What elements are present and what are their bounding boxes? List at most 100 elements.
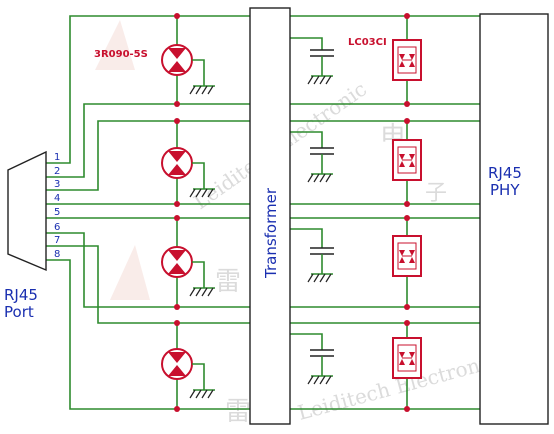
tvs-diode	[409, 352, 415, 358]
pin-number: 4	[54, 193, 60, 204]
tvs-device	[392, 139, 422, 181]
watermark-cjk-1: 雷	[215, 267, 241, 297]
tvs-diode	[399, 161, 405, 167]
tvs-device	[392, 337, 422, 379]
tvs-device	[392, 235, 422, 277]
ground-hatch	[325, 173, 332, 183]
junction-dot	[404, 304, 410, 310]
junction-dot	[174, 118, 180, 124]
ground-hatch	[325, 273, 332, 283]
gdt-device	[161, 44, 215, 95]
ground-hatch	[313, 75, 320, 85]
tvs-diode	[399, 352, 405, 358]
tvs-diode	[399, 257, 405, 263]
tvs-diode	[399, 154, 405, 160]
ground-hatch	[195, 287, 202, 297]
junction-dot	[404, 101, 410, 107]
tvs-diode	[409, 154, 415, 160]
ground-hatch	[195, 188, 202, 198]
ground-hatch	[207, 188, 214, 198]
gdt-part-label: 3R090-5S	[94, 49, 148, 60]
cap4-tap	[290, 333, 323, 350]
gdt-ground-lead	[192, 363, 205, 390]
junction-dot	[404, 13, 410, 19]
ground-hatch	[189, 85, 196, 95]
ground-hatch	[201, 85, 208, 95]
ground-hatch	[313, 273, 320, 283]
tvs-part-label: LC03CI	[348, 37, 387, 48]
tvs-diode	[409, 161, 415, 167]
gdt-arrow-top	[168, 352, 186, 363]
port-label-line1: RJ45	[4, 286, 38, 304]
cap1-tap	[290, 37, 323, 50]
wiring	[46, 15, 480, 410]
capacitor	[307, 247, 334, 283]
junction-dot	[174, 320, 180, 326]
ground-hatch	[313, 173, 320, 183]
tvs-inner	[397, 146, 417, 174]
junction-dot	[404, 118, 410, 124]
junction-dot	[174, 215, 180, 221]
tvs-diode	[409, 359, 415, 365]
tvs-inner	[397, 242, 417, 270]
ground-hatch	[319, 375, 326, 385]
gdt-arrow-bottom	[168, 365, 186, 376]
gdt-group	[161, 44, 215, 399]
junction-dot	[404, 215, 410, 221]
wire-pin1	[46, 15, 250, 164]
pin-number: 6	[54, 222, 60, 233]
junction-dot	[174, 406, 180, 412]
ground-hatch	[307, 75, 314, 85]
phy-block	[479, 13, 549, 425]
wire-pin8	[46, 259, 250, 410]
gdt-arrow-bottom	[168, 61, 186, 72]
transformer-label: Transformer	[262, 187, 280, 279]
tvs-diode	[399, 250, 405, 256]
watermark-cjk-5: 雷	[225, 397, 251, 427]
gdt-ground-lead	[192, 59, 205, 86]
ground-hatch	[201, 389, 208, 399]
tvs-diode	[409, 257, 415, 263]
tvs-diode	[409, 250, 415, 256]
ground-hatch	[201, 188, 208, 198]
pin-number: 1	[54, 152, 60, 163]
ground-hatch	[207, 287, 214, 297]
pin-number: 3	[54, 179, 60, 190]
gdt-arrow-bottom	[168, 263, 186, 274]
tvs-device	[392, 39, 422, 81]
junction-dot	[174, 201, 180, 207]
ground-hatch	[307, 173, 314, 183]
junction-dot	[174, 304, 180, 310]
junctions	[174, 13, 410, 412]
gdt-device	[161, 246, 215, 297]
capacitor	[307, 49, 334, 85]
ground-hatch	[189, 389, 196, 399]
capacitor	[307, 349, 334, 385]
gdt-arrow-bottom	[168, 164, 186, 175]
tvs-diode	[399, 61, 405, 67]
wire-pin2	[46, 103, 250, 178]
gdt-ground-lead	[192, 162, 205, 189]
ground-hatch	[195, 389, 202, 399]
phy-label-line1: RJ45	[488, 164, 522, 182]
ground-hatch	[189, 287, 196, 297]
ground-hatch	[319, 75, 326, 85]
pin-number: 7	[54, 235, 60, 246]
watermark-cjk-4: 子	[425, 181, 447, 206]
watermark: Leiditech Electronic Leiditech Electroni…	[95, 17, 499, 427]
junction-dot	[404, 320, 410, 326]
pin-number: 2	[54, 166, 60, 177]
ground-hatch	[319, 273, 326, 283]
junction-dot	[404, 406, 410, 412]
junction-dot	[174, 13, 180, 19]
tvs-diode	[399, 359, 405, 365]
tvs-inner	[397, 344, 417, 372]
ground-hatch	[313, 375, 320, 385]
ground-hatch	[207, 85, 214, 95]
ground-hatch	[307, 375, 314, 385]
ground-hatch	[325, 375, 332, 385]
capacitor-group	[307, 49, 334, 385]
